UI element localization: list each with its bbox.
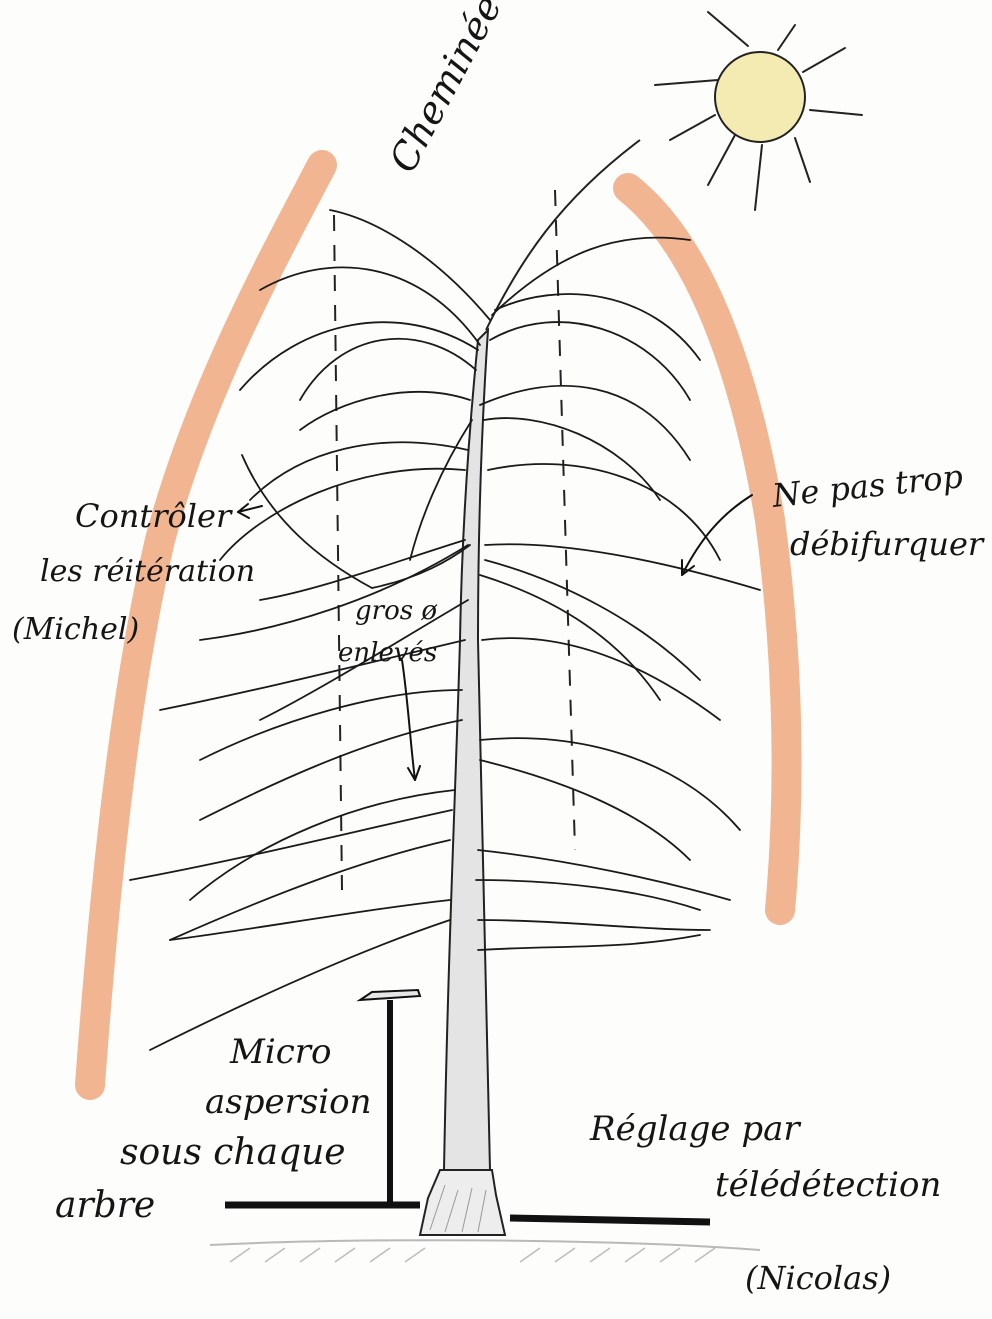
remote-sensing-label-line3: (Nicolas)	[745, 1262, 891, 1294]
annotation-arrows	[238, 495, 752, 780]
tree-base	[420, 1170, 505, 1235]
sun-icon	[655, 12, 862, 210]
sprinkler-label-line2: aspersion	[205, 1085, 372, 1119]
control-reiteration-label-line1: Contrôler	[75, 500, 231, 532]
sprinkler-label-line3: sous chaque	[120, 1135, 346, 1171]
removed-branches-label-line1: gros ø	[355, 598, 437, 624]
remote-sensing-label-line1: Réglage par	[590, 1112, 800, 1146]
control-reiteration-label-line3: (Michel)	[12, 615, 139, 645]
sprinkler-label-line4: arbre	[55, 1188, 155, 1224]
remote-sensing-label-line2: télédétection	[715, 1168, 941, 1202]
removed-branches-label-line2: enlevés	[338, 640, 437, 666]
right-orange-arc	[628, 188, 787, 910]
sprinkler-label-line1: Micro	[230, 1035, 331, 1069]
control-reiteration-label-line2: les réitération	[40, 557, 255, 587]
no-defork-label-line2: débifurquer	[790, 528, 983, 560]
